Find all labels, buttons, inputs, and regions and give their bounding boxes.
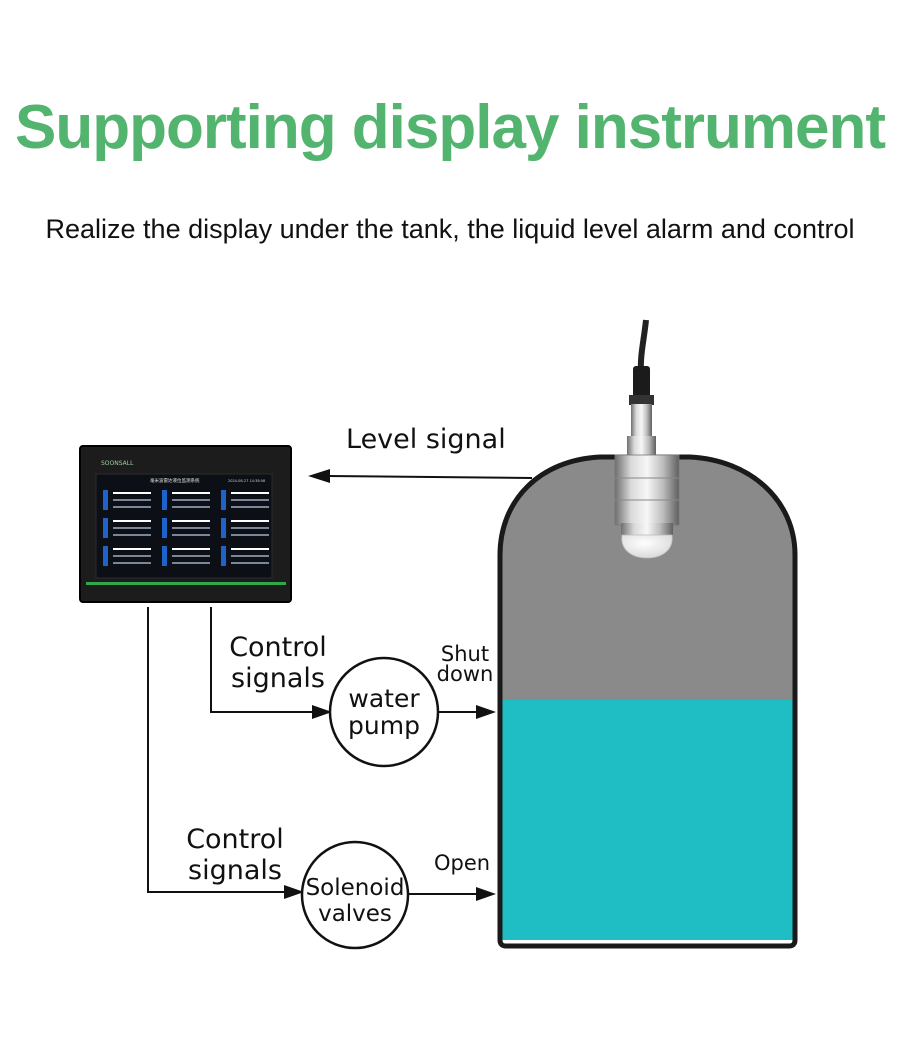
control-signals-label-1-line1: Control — [229, 632, 327, 663]
water-pump-label-line1: water — [348, 684, 420, 713]
readout-line — [172, 492, 210, 494]
control-signals-label-2-line2: signals — [188, 855, 282, 886]
readout-line — [231, 520, 269, 522]
readout-line — [172, 520, 210, 522]
readout-line — [172, 534, 210, 536]
readout-line — [172, 548, 210, 550]
readout-line — [231, 548, 269, 550]
level-signal-label: Level signal — [346, 424, 506, 455]
readout-line — [172, 562, 210, 564]
level-bar-icon — [162, 546, 167, 566]
arrow-right-icon — [476, 887, 496, 901]
level-bar-icon — [103, 490, 108, 510]
control-signals-label-1-line2: signals — [231, 663, 325, 694]
solenoid-valves-node — [300, 840, 410, 950]
readout-line — [113, 520, 151, 522]
arrow-left-icon — [308, 469, 330, 483]
water-pump-node — [328, 656, 440, 768]
readout-line — [113, 492, 151, 494]
level-bar-icon — [103, 518, 108, 538]
level-bar-icon — [221, 546, 226, 566]
solenoid-valves-label-line2: valves — [318, 901, 392, 927]
readout-line — [113, 548, 151, 550]
readout-line — [113, 534, 151, 536]
readout-line — [172, 527, 210, 529]
radar-level-sensor-icon — [614, 319, 680, 559]
level-bar-icon — [221, 518, 226, 538]
storage-tank — [497, 454, 798, 949]
level-bar-icon — [103, 546, 108, 566]
arrow-right-icon — [284, 885, 304, 899]
arrow-right-icon — [476, 705, 496, 719]
display-readout-tiles — [103, 490, 269, 566]
arrow-right-icon — [312, 705, 332, 719]
readout-line — [113, 527, 151, 529]
readout-line — [231, 499, 269, 501]
readout-line — [113, 499, 151, 501]
readout-line — [113, 506, 151, 508]
solenoid-valves-label-line1: Solenoid — [306, 875, 405, 901]
readout-line — [172, 555, 210, 557]
readout-line — [172, 499, 210, 501]
readout-line — [113, 562, 151, 564]
shut-down-label-line2: down — [437, 662, 494, 686]
readout-line — [231, 506, 269, 508]
water-pump-label-line2: pump — [348, 711, 420, 740]
readout-line — [231, 534, 269, 536]
readout-line — [231, 562, 269, 564]
display-screen-title: 毫米波雷达液位监测系统 — [150, 477, 200, 484]
readout-line — [231, 555, 269, 557]
readout-line — [113, 555, 151, 557]
level-bar-icon — [162, 518, 167, 538]
tank-outline — [497, 454, 798, 949]
page-title: Supporting display instrument — [14, 93, 886, 162]
level-bar-icon — [162, 490, 167, 510]
control-signals-label-2-line1: Control — [186, 824, 284, 855]
touch-display-icon: SOONSALL 毫米波雷达液位监测系统 2024-08-27 14:38:08 — [79, 445, 292, 603]
liquid-level-fill — [500, 700, 795, 940]
readout-line — [172, 506, 210, 508]
level-bar-icon — [221, 490, 226, 510]
display-brand: SOONSALL — [101, 460, 134, 467]
page-subtitle: Realize the display under the tank, the … — [45, 214, 855, 244]
shut-down-label-line1: Shut — [441, 642, 489, 666]
readout-line — [231, 527, 269, 529]
open-label: Open — [434, 851, 490, 875]
display-datetime: 2024-08-27 14:38:08 — [228, 479, 265, 483]
readout-line — [231, 492, 269, 494]
